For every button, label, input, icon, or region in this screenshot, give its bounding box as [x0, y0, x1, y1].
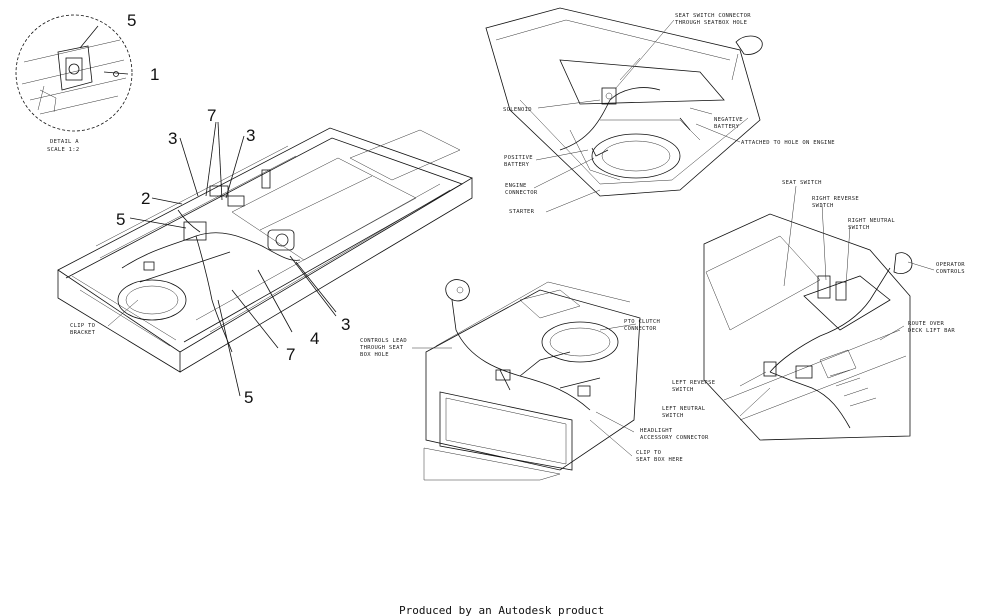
- operator-controls-view: SEAT SWITCH RIGHT REVERSE SWITCH RIGHT N…: [662, 180, 965, 441]
- callout-5-detail: 5: [127, 11, 136, 30]
- left-neutral-l1: LEFT NEUTRAL: [662, 406, 706, 412]
- pto-clutch-l1: PTO CLUTCH: [624, 319, 660, 325]
- engine-connector-l1: ENGINE: [505, 183, 527, 189]
- callout-3-left: 3: [168, 129, 177, 148]
- callout-4: 4: [310, 329, 319, 348]
- engine-area-view: SEAT SWITCH CONNECTOR THROUGH SEATBOX HO…: [485, 7, 835, 215]
- callout-7-bottom: 7: [286, 345, 295, 364]
- label-solenoid: SOLENOID: [503, 107, 532, 113]
- detail-scale: SCALE 1:2: [47, 147, 80, 153]
- seat-box-view: CONTROLS LEAD THROUGH SEAT BOX HOLE PTO …: [360, 279, 709, 481]
- negative-battery-l1: NEGATIVE: [714, 117, 743, 123]
- right-reverse-l1: RIGHT REVERSE: [812, 196, 859, 202]
- callout-3-top: 3: [246, 126, 255, 145]
- label-attached-to-hole: ATTACHED TO HOLE ON ENGINE: [741, 140, 835, 146]
- left-reverse-l2: SWITCH: [672, 387, 694, 393]
- controls-lead-l2: THROUGH SEAT: [360, 345, 404, 351]
- operator-controls-l1: OPERATOR: [936, 262, 965, 268]
- negative-battery-l2: BATTERY: [714, 124, 740, 130]
- callout-2: 2: [141, 189, 150, 208]
- headlight-l1: HEADLIGHT: [640, 428, 673, 434]
- clip-to-bracket-line1: CLIP TO: [70, 323, 95, 329]
- seat-switch-connector-l1: SEAT SWITCH CONNECTOR: [675, 13, 751, 19]
- callout-3-right: 3: [341, 315, 350, 334]
- callout-5-left: 5: [116, 210, 125, 229]
- route-over-l2: DECK LIFT BAR: [908, 328, 955, 334]
- label-seat-switch: SEAT SWITCH: [782, 180, 822, 186]
- route-over-l1: ROUTE OVER: [908, 321, 945, 327]
- detail-a: DETAIL A SCALE 1:2: [15, 14, 133, 153]
- controls-lead-l1: CONTROLS LEAD: [360, 338, 407, 344]
- left-reverse-l1: LEFT REVERSE: [672, 380, 715, 386]
- seat-switch-connector-l2: THROUGH SEATBOX HOLE: [675, 20, 747, 26]
- clip-to-seat-box-l2: SEAT BOX HERE: [636, 457, 683, 463]
- clip-to-seat-box-l1: CLIP TO: [636, 450, 661, 456]
- callout-5-bottom: 5: [244, 388, 253, 407]
- right-neutral-l1: RIGHT NEUTRAL: [848, 218, 895, 224]
- autodesk-footer: Produced by an Autodesk product: [399, 604, 604, 616]
- right-neutral-l2: SWITCH: [848, 225, 870, 231]
- callout-7-top: 7: [207, 106, 216, 125]
- positive-battery-l1: POSITIVE: [504, 155, 533, 161]
- controls-lead-l3: BOX HOLE: [360, 352, 389, 358]
- pto-clutch-l2: CONNECTOR: [624, 326, 657, 332]
- callout-1: 1: [150, 65, 159, 84]
- detail-title: DETAIL A: [50, 139, 79, 145]
- main-chassis-view: CLIP TO BRACKET: [57, 121, 473, 397]
- left-neutral-l2: SWITCH: [662, 413, 684, 419]
- positive-battery-l2: BATTERY: [504, 162, 530, 168]
- clip-to-bracket-line2: BRACKET: [70, 330, 96, 336]
- label-starter: STARTER: [509, 209, 535, 215]
- headlight-l2: ACCESSORY CONNECTOR: [640, 435, 709, 441]
- engine-connector-l2: CONNECTOR: [505, 190, 538, 196]
- operator-controls-l2: CONTROLS: [936, 269, 965, 275]
- right-reverse-l2: SWITCH: [812, 203, 834, 209]
